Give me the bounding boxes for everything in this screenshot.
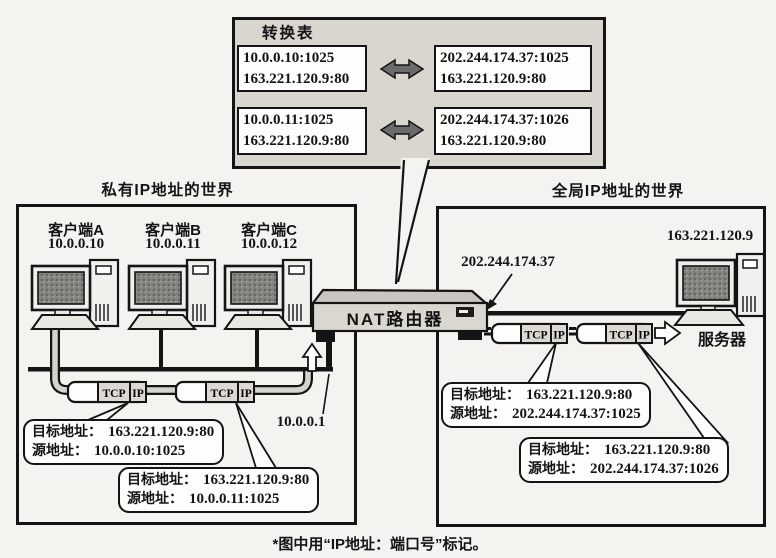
server-computer-icon bbox=[672, 252, 766, 326]
tcp-label: TCP bbox=[610, 330, 633, 342]
table-cell: 163.221.120.9:80 bbox=[243, 133, 350, 149]
nat-global-ip-label: 202.244.174.37 bbox=[461, 254, 555, 270]
client-b-name: 客户端B bbox=[145, 222, 201, 239]
callout-tail bbox=[526, 342, 557, 384]
dest-value: 163.221.120.9:80 bbox=[203, 472, 310, 488]
figure-footnote: *图中用“IP地址：端口号”标记。 bbox=[272, 536, 488, 553]
double-arrow-icon bbox=[379, 58, 425, 80]
client-c-ip: 10.0.0.12 bbox=[240, 236, 298, 252]
ip-label: IP bbox=[240, 388, 252, 400]
src-label: 源地址： bbox=[528, 459, 584, 476]
gateway-ip-label: 10.0.0.1 bbox=[276, 414, 326, 430]
nat-ip-pointer bbox=[485, 273, 513, 311]
ip-label: IP bbox=[638, 330, 650, 342]
client-c-name: 客户端C bbox=[241, 222, 297, 239]
double-arrow-icon bbox=[379, 119, 425, 141]
src-label: 源地址： bbox=[127, 489, 183, 506]
src-value: 202.244.174.37:1025 bbox=[512, 405, 641, 422]
private-packets: TCP IP TCP IP bbox=[66, 380, 278, 469]
callout-tail bbox=[235, 402, 278, 469]
dest-value: 163.221.120.9:80 bbox=[108, 424, 215, 440]
tcp-label: TCP bbox=[211, 388, 234, 400]
table-private-entry-2: 10.0.0.11:1025 163.221.120.9:80 bbox=[237, 107, 367, 155]
private-packet-callout-2: 目标地址： 163.221.120.9:80 源地址： 10.0.0.11:1025 bbox=[118, 467, 320, 513]
dest-label: 目标地址： bbox=[450, 386, 520, 402]
uplink-arrow-icon bbox=[301, 342, 323, 372]
global-world-title: 全局IP地址的世界 bbox=[551, 183, 685, 200]
src-value: 202.244.174.37:1026 bbox=[590, 460, 719, 477]
nat-router-label: NAT路由器 bbox=[346, 310, 444, 329]
tcp-label: TCP bbox=[525, 330, 548, 342]
client-b-ip: 10.0.0.11 bbox=[145, 236, 201, 252]
src-label: 源地址： bbox=[450, 404, 506, 421]
src-label: 源地址： bbox=[32, 441, 88, 458]
dest-value: 163.221.120.9:80 bbox=[604, 442, 711, 458]
table-cell: 202.244.174.37:1025 bbox=[440, 50, 569, 66]
mapping-arrow-icons bbox=[379, 58, 425, 141]
client-a-computer-icon bbox=[30, 258, 120, 331]
table-private-entry-1: 10.0.0.10:1025 163.221.120.9:80 bbox=[237, 45, 367, 92]
private-world-title: 私有IP地址的世界 bbox=[101, 182, 234, 199]
table-cell: 163.221.120.9:80 bbox=[243, 71, 350, 87]
table-global-entry-2: 202.244.174.37:1026 163.221.120.9:80 bbox=[434, 107, 592, 155]
dest-label: 目标地址： bbox=[127, 471, 197, 487]
server-ip-label: 163.221.120.9 bbox=[666, 228, 754, 244]
private-packet-callout-1: 目标地址： 163.221.120.9:80 源地址： 10.0.0.10:1025 bbox=[23, 419, 225, 465]
src-value: 10.0.0.10:1025 bbox=[94, 442, 186, 459]
global-packet-callout-1: 目标地址： 163.221.120.9:80 源地址： 202.244.174.37… bbox=[441, 382, 651, 428]
packet-capsule: TCP IP bbox=[490, 322, 569, 345]
packet-capsule: TCP IP bbox=[174, 380, 256, 404]
dest-value: 163.221.120.9:80 bbox=[526, 387, 633, 403]
to-server-arrow-icon bbox=[654, 320, 682, 346]
global-network-box bbox=[436, 206, 766, 527]
table-global-entry-1: 202.244.174.37:1025 163.221.120.9:80 bbox=[434, 45, 592, 92]
private-network-box bbox=[16, 204, 357, 525]
client-a-name: 客户端A bbox=[48, 222, 104, 239]
packet-capsule: TCP IP bbox=[575, 322, 654, 345]
table-cell: 10.0.0.11:1025 bbox=[243, 112, 334, 128]
table-cell: 163.221.120.9:80 bbox=[440, 133, 547, 149]
client-c-computer-icon bbox=[223, 258, 313, 331]
src-value: 10.0.0.11:1025 bbox=[189, 490, 280, 507]
server-name-label: 服务器 bbox=[697, 332, 746, 349]
table-cell: 163.221.120.9:80 bbox=[440, 71, 547, 87]
table-pointer-tail bbox=[394, 158, 431, 286]
client-a-ip: 10.0.0.10 bbox=[47, 236, 105, 252]
callout-tail bbox=[637, 342, 730, 444]
tcp-label: TCP bbox=[103, 388, 126, 400]
client-b-computer-icon bbox=[127, 258, 217, 331]
callout-tail bbox=[87, 402, 129, 421]
translation-table-title: 转换表 bbox=[262, 25, 315, 42]
global-packet-callout-2: 目标地址： 163.221.120.9:80 源地址： 202.244.174.37… bbox=[519, 437, 729, 483]
packet-capsule: TCP IP bbox=[66, 380, 148, 404]
table-cell: 10.0.0.10:1025 bbox=[243, 50, 335, 66]
dest-label: 目标地址： bbox=[528, 441, 598, 457]
ip-label: IP bbox=[132, 388, 144, 400]
ip-label: IP bbox=[553, 330, 565, 342]
table-cell: 202.244.174.37:1026 bbox=[440, 112, 569, 128]
dest-label: 目标地址： bbox=[32, 423, 102, 439]
nat-router-icon bbox=[310, 288, 490, 342]
